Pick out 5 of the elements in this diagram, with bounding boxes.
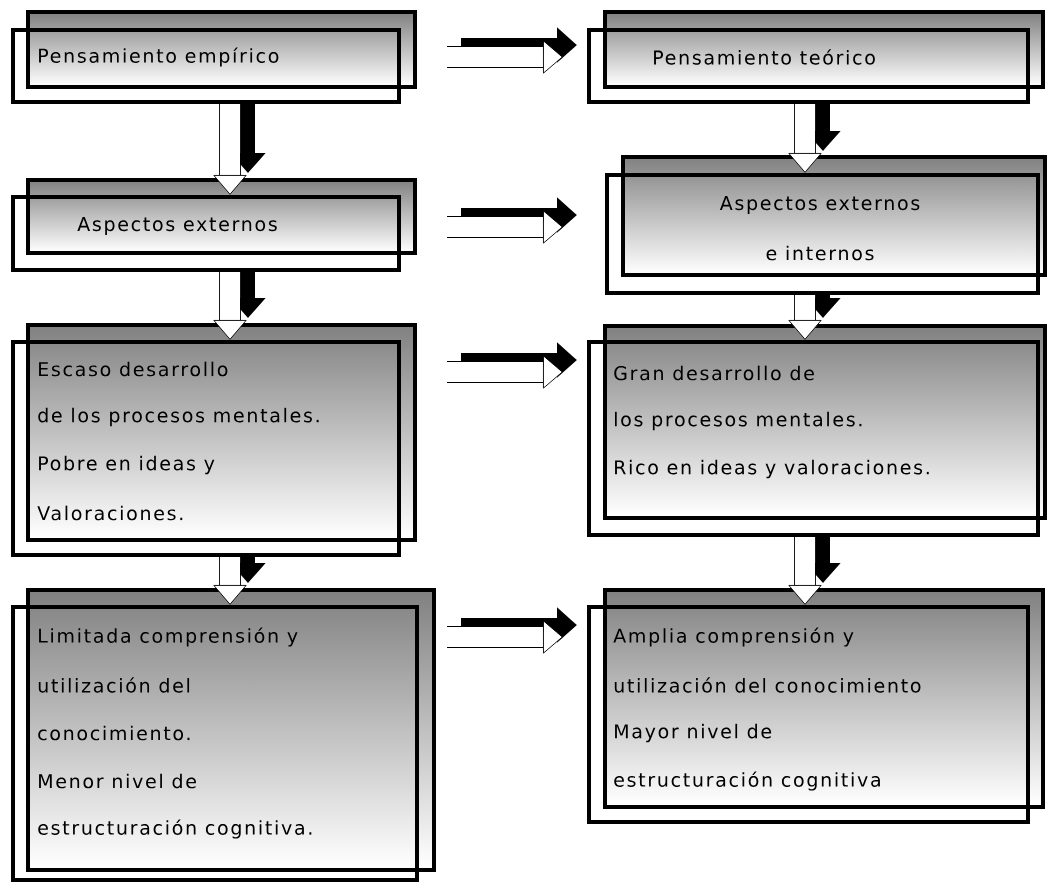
block-arrow [788,295,841,340]
block-arrow [788,104,841,173]
block-arrow [213,272,266,340]
block-arrow [213,104,266,195]
block-arrow [788,537,841,605]
